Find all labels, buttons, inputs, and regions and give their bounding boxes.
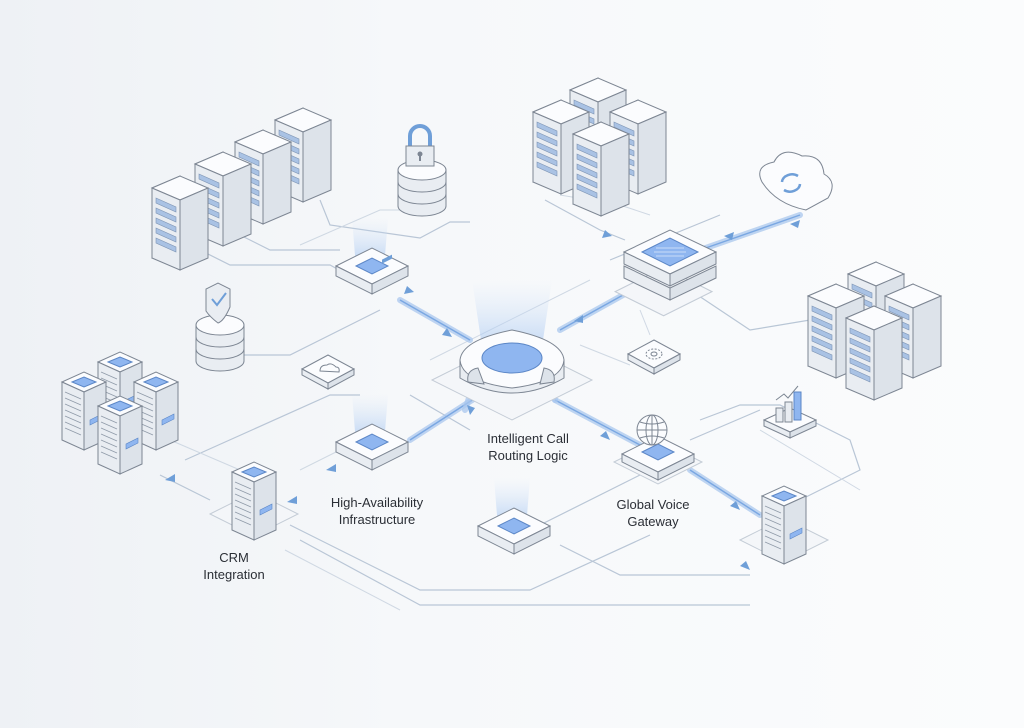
crm-integration-label: CRM Integration xyxy=(203,549,264,583)
globe-icon xyxy=(636,414,668,446)
analytics-chart-icon xyxy=(762,385,818,439)
cloud-chip-icon xyxy=(300,354,356,390)
core-routing-label-line2: Routing Logic xyxy=(488,448,568,463)
ha-infrastructure-label: High-Availability Infrastructure xyxy=(331,494,423,528)
routing-hub-node[interactable] xyxy=(430,280,594,421)
cloud-sync-icon xyxy=(759,151,833,211)
ha-infrastructure-label-line1: High-Availability xyxy=(330,495,424,510)
voice-gateway-label: Global Voice Gateway xyxy=(617,496,690,530)
crm-server-node[interactable] xyxy=(209,461,299,541)
core-routing-label-line1: Intelligent Call xyxy=(487,431,569,446)
voice-server-node[interactable] xyxy=(739,485,829,565)
server-stack-node[interactable] xyxy=(614,229,718,317)
server-tower-cluster-icon xyxy=(61,351,179,475)
voice-gateway-label-line1: Global Voice xyxy=(616,497,690,512)
server-rack-cluster-icon xyxy=(151,107,332,271)
flow-arrows xyxy=(165,220,800,570)
voice-gateway-label-line2: Gateway xyxy=(627,514,679,529)
server-rack-cluster-icon xyxy=(807,261,942,401)
storage-array-icon xyxy=(532,77,667,217)
ha-infrastructure-label-line2: Infrastructure xyxy=(338,512,416,527)
crm-integration-label-line1: CRM xyxy=(219,550,249,565)
gear-chip-icon xyxy=(626,339,682,375)
core-routing-label: Intelligent Call Routing Logic xyxy=(487,430,569,464)
global-voice-gateway-node[interactable] xyxy=(613,414,703,485)
distribution-switch-node[interactable] xyxy=(477,478,551,555)
crm-integration-label-line2: Integration xyxy=(203,567,265,582)
edge-switch-node[interactable] xyxy=(335,218,409,295)
shield-database-icon xyxy=(195,282,245,372)
lock-database-icon xyxy=(397,124,447,217)
high-availability-switch-node[interactable] xyxy=(335,394,409,471)
